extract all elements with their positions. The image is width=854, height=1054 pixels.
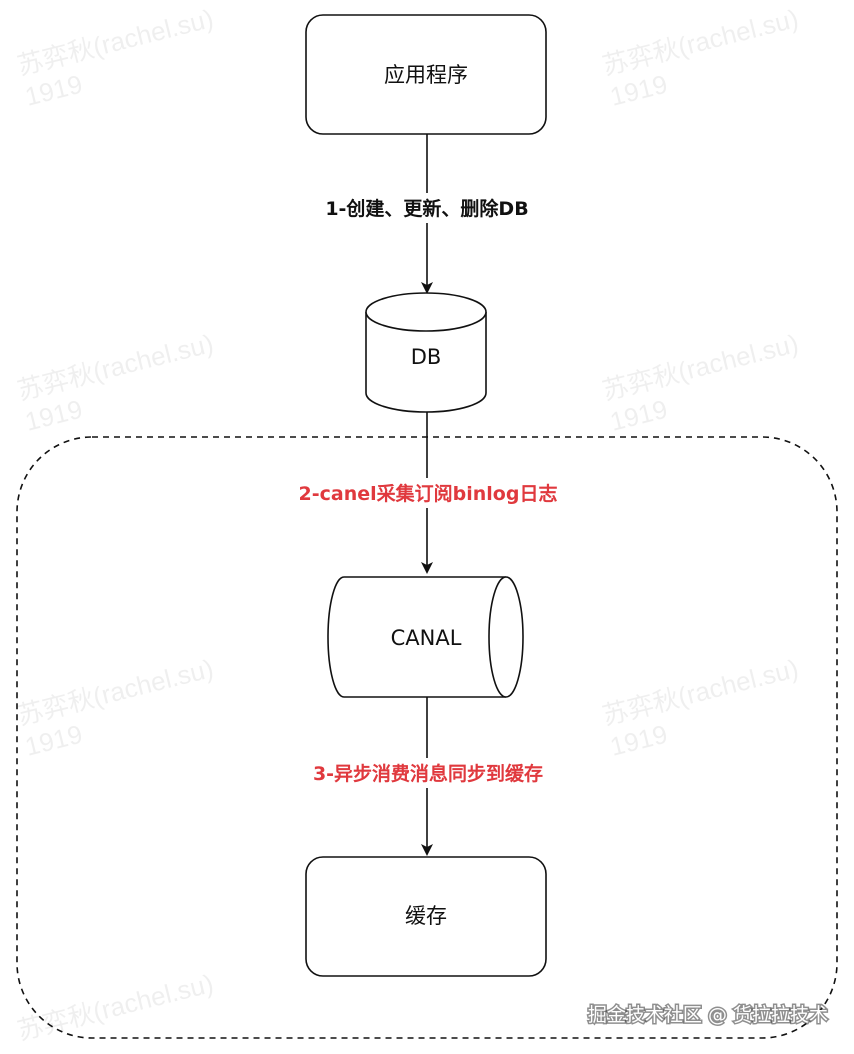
node-app-label: 应用程序 [384,63,468,87]
node-canal: CANAL [327,576,524,698]
node-db: DB [365,292,487,413]
credit-text: 掘金技术社区 @ 货拉拉技术 [588,1004,828,1026]
watermark-line1: 苏弈秋(rachel.su) [599,328,801,406]
watermark-line1: 苏弈秋(rachel.su) [599,3,801,81]
node-app: 应用程序 [305,14,547,135]
db-cylinder-body [365,312,487,413]
watermark-lr: 苏弈秋(rachel.su) 1919 [599,653,801,762]
node-cache: 缓存 [305,856,547,977]
node-canal-label: CANAL [391,626,462,650]
edge-label-bg-3 [282,758,574,788]
node-db-label: DB [411,345,442,369]
node-cache-box [305,856,547,977]
watermark-ml: 苏弈秋(rachel.su) 1919 [14,328,216,437]
watermark-tl: 苏弈秋(rachel.su) 1919 [14,3,216,112]
canal-cylinder-end [488,576,524,698]
edge-label-bg-1 [300,193,552,223]
watermark-line1: 苏弈秋(rachel.su) [14,653,216,731]
watermark-bl: 苏弈秋(rachel.su) [14,968,216,1046]
canal-cylinder-body [327,576,506,698]
edge-canal-to-cache-label: 3-异步消费消息同步到缓存 [313,762,543,785]
watermark-line1: 苏弈秋(rachel.su) [599,653,801,731]
edge-db-to-canal-label: 2-canel采集订阅binlog日志 [299,482,558,505]
watermark-line1: 苏弈秋(rachel.su) [14,968,216,1046]
node-cache-label: 缓存 [405,904,447,928]
watermark-line1: 苏弈秋(rachel.su) [14,3,216,81]
watermark-mr: 苏弈秋(rachel.su) 1919 [599,328,801,437]
watermark-line1: 苏弈秋(rachel.su) [14,328,216,406]
watermark-ll: 苏弈秋(rachel.su) 1919 [14,653,216,762]
watermark-tr: 苏弈秋(rachel.su) 1919 [599,3,801,112]
edge-app-to-db-label: 1-创建、更新、删除DB [325,197,528,220]
edge-label-bg-2 [282,478,574,508]
db-cylinder-top [365,292,487,332]
node-app-box [305,14,547,135]
